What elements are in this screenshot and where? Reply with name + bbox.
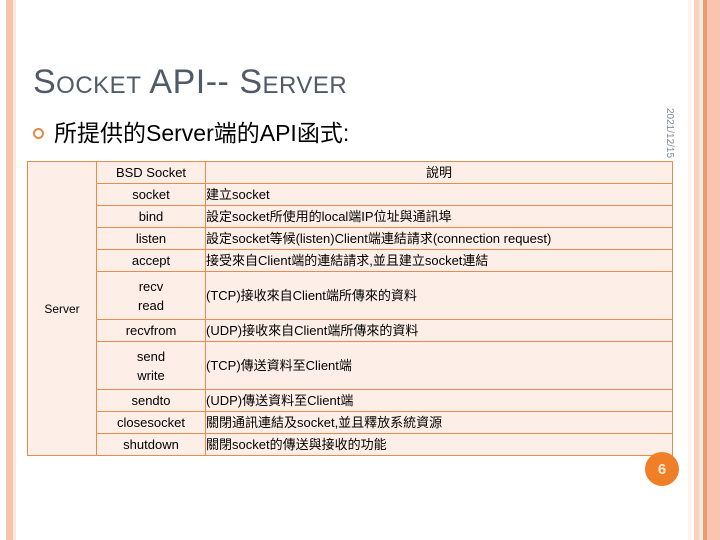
left-decoration-bar <box>6 0 13 540</box>
right-decoration-bar-5 <box>707 0 720 540</box>
bullet-row: 所提供的Server端的API函式: <box>33 119 349 147</box>
bullet-text: 所提供的Server端的API函式: <box>54 120 350 146</box>
table-cell-description: 關閉socket的傳送與接收的功能 <box>205 433 673 456</box>
right-decoration-bar-2 <box>694 0 699 540</box>
table-cell-function-name: listen <box>96 227 206 250</box>
table-cell-description: 設定socket所使用的local端IP位址與通訊埠 <box>205 205 673 228</box>
table-cell-description: (TCP)傳送資料至Client端 <box>205 341 673 390</box>
table-cell-function-name: shutdown <box>96 433 206 456</box>
right-decoration-bar-4 <box>703 0 707 540</box>
table-header-bsd-socket: BSD Socket <box>96 161 206 184</box>
table-cell-description: 設定socket等候(listen)Client端連結請求(connection… <box>205 227 673 250</box>
right-decoration-bar-1 <box>688 0 692 540</box>
hollow-circle-bullet-icon <box>33 127 44 139</box>
table-cell-function-name: accept <box>96 249 206 272</box>
table-row: recvfrom(UDP)接收來自Client端所傳來的資料 <box>28 319 673 342</box>
table-cell-function-name: bind <box>96 205 206 228</box>
table-cell-group-server: Server <box>27 161 97 456</box>
table-cell-function-name: sendto <box>96 389 206 412</box>
left-decoration-bar-inner <box>13 0 16 540</box>
page-number-badge: 6 <box>645 452 679 486</box>
table-cell-description: 關閉通訊連結及socket,並且釋放系統資源 <box>205 411 673 434</box>
table-cell-function-name: socket <box>96 183 206 206</box>
table-row: sendto(UDP)傳送資料至Client端 <box>28 389 673 412</box>
table-cell-description: 建立socket <box>205 183 673 206</box>
table-cell-description: 接受來自Client端的連結請求,並且建立socket連結 <box>205 249 673 272</box>
table-cell-description: (UDP)傳送資料至Client端 <box>205 389 673 412</box>
right-decoration-bar-3 <box>699 0 702 540</box>
slide-title: Socket API-- Server <box>33 63 348 101</box>
table-cell-function-name: closesocket <box>96 411 206 434</box>
table-cell-function-name: recvfrom <box>96 319 206 342</box>
table-header-description: 說明 <box>205 161 673 184</box>
table-cell-description: (TCP)接收來自Client端所傳來的資料 <box>205 271 673 320</box>
table-cell-description: (UDP)接收來自Client端所傳來的資料 <box>205 319 673 342</box>
